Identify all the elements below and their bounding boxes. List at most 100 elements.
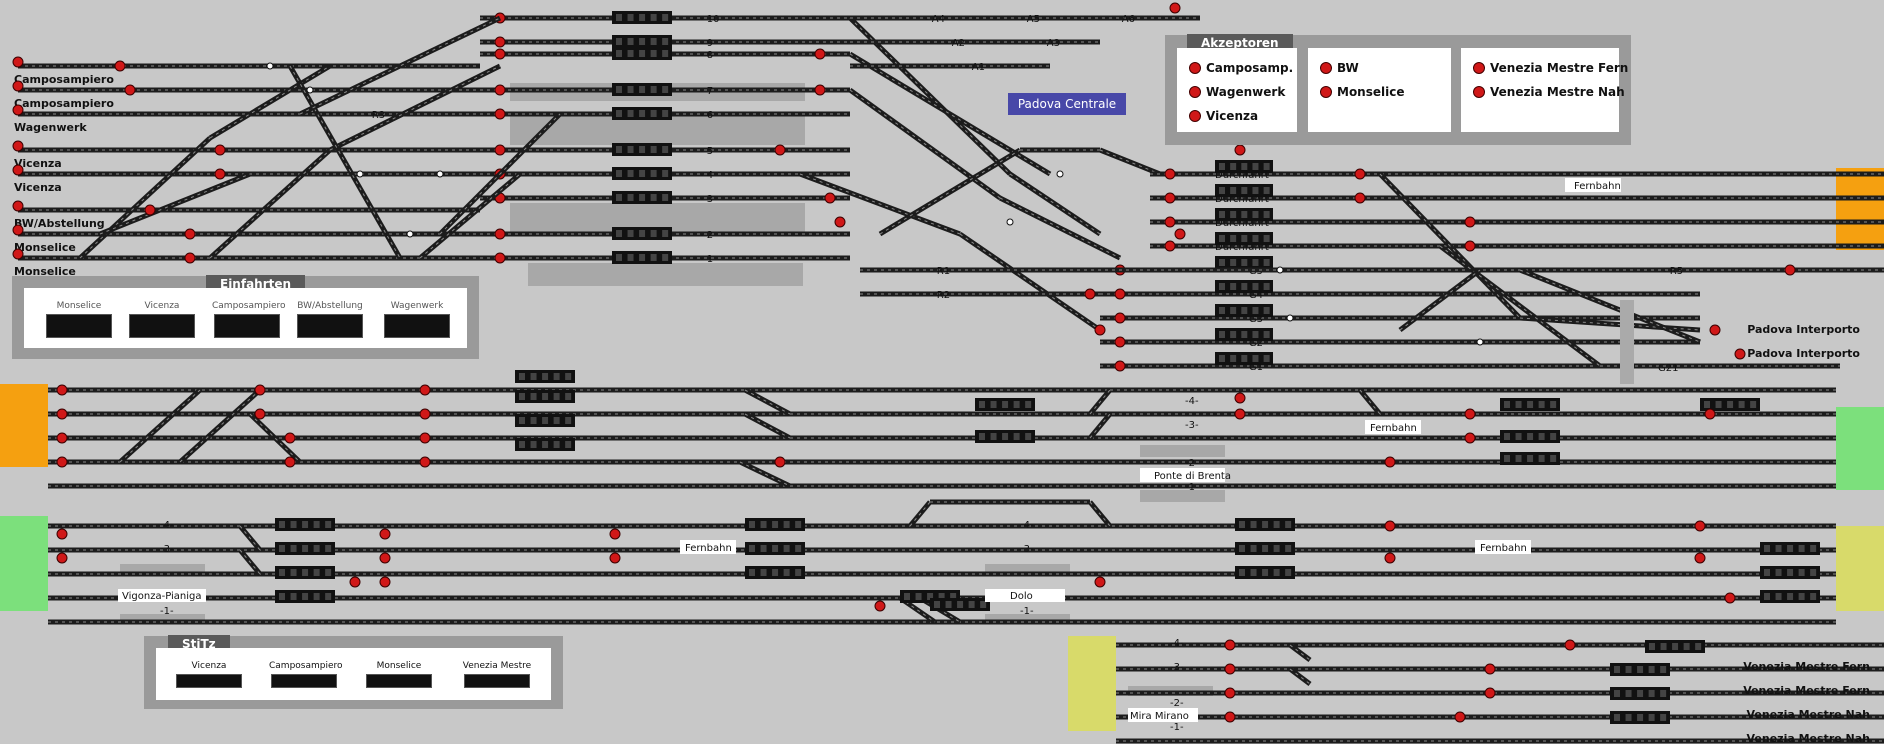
- signal-icon[interactable]: [12, 200, 24, 212]
- signal-icon[interactable]: [774, 456, 786, 468]
- akzeptor-vicenza[interactable]: Vicenza: [1189, 109, 1258, 123]
- signal-icon[interactable]: [1484, 687, 1496, 699]
- signal-icon[interactable]: [1464, 432, 1476, 444]
- signal-icon[interactable]: [494, 48, 506, 60]
- signal-icon[interactable]: [184, 228, 196, 240]
- signal-icon[interactable]: [1464, 216, 1476, 228]
- signal-icon[interactable]: [494, 144, 506, 156]
- signal-icon[interactable]: [184, 252, 196, 264]
- signal-icon[interactable]: [1114, 312, 1126, 324]
- signal-icon[interactable]: [56, 552, 68, 564]
- signal-icon[interactable]: [1164, 216, 1176, 228]
- signal-icon[interactable]: [114, 60, 126, 72]
- signal-icon[interactable]: [1234, 144, 1246, 156]
- signal-icon[interactable]: [284, 432, 296, 444]
- signal-icon[interactable]: [1114, 360, 1126, 372]
- signal-icon[interactable]: [1224, 711, 1236, 723]
- switch-icon[interactable]: [1286, 314, 1294, 322]
- signal-icon[interactable]: [494, 252, 506, 264]
- akzeptor-camposamp[interactable]: Camposamp.: [1189, 61, 1293, 75]
- signal-icon[interactable]: [419, 384, 431, 396]
- signal-icon[interactable]: [1694, 552, 1706, 564]
- akzeptor-venezia-nah[interactable]: Venezia Mestre Nah: [1473, 85, 1625, 99]
- signal-icon[interactable]: [56, 408, 68, 420]
- signal-icon[interactable]: [1234, 408, 1246, 420]
- signal-icon[interactable]: [1384, 520, 1396, 532]
- signal-icon[interactable]: [379, 576, 391, 588]
- akzeptor-monselice[interactable]: Monselice: [1320, 85, 1405, 99]
- signal-icon[interactable]: [1464, 240, 1476, 252]
- signal-icon[interactable]: [609, 528, 621, 540]
- signal-icon[interactable]: [1169, 2, 1181, 14]
- signal-icon[interactable]: [1354, 192, 1366, 204]
- akzeptor-wagenwerk[interactable]: Wagenwerk: [1189, 85, 1285, 99]
- signal-icon[interactable]: [494, 228, 506, 240]
- signal-icon[interactable]: [1484, 663, 1496, 675]
- signal-icon[interactable]: [1694, 520, 1706, 532]
- signal-icon[interactable]: [419, 408, 431, 420]
- signal-icon[interactable]: [1564, 639, 1576, 651]
- signal-icon[interactable]: [56, 384, 68, 396]
- switch-icon[interactable]: [306, 86, 314, 94]
- signal-icon[interactable]: [824, 192, 836, 204]
- signal-icon[interactable]: [1464, 408, 1476, 420]
- signal-icon[interactable]: [1094, 576, 1106, 588]
- akzeptor-venezia-fern[interactable]: Venezia Mestre Fern: [1473, 61, 1628, 75]
- signal-icon[interactable]: [419, 432, 431, 444]
- signal-icon[interactable]: [284, 456, 296, 468]
- signal-icon[interactable]: [1354, 168, 1366, 180]
- signal-icon[interactable]: [56, 528, 68, 540]
- signal-icon[interactable]: [1114, 288, 1126, 300]
- signal-icon[interactable]: [1704, 408, 1716, 420]
- signal-icon[interactable]: [494, 36, 506, 48]
- signal-icon[interactable]: [1784, 264, 1796, 276]
- signal-icon[interactable]: [494, 84, 506, 96]
- signal-icon[interactable]: [56, 456, 68, 468]
- signal-icon[interactable]: [1094, 324, 1106, 336]
- signal-icon[interactable]: [1084, 288, 1096, 300]
- signal-icon[interactable]: [1224, 687, 1236, 699]
- signal-icon[interactable]: [1164, 240, 1176, 252]
- switch-icon[interactable]: [436, 170, 444, 178]
- signal-icon[interactable]: [774, 144, 786, 156]
- signal-icon[interactable]: [1164, 168, 1176, 180]
- signal-icon[interactable]: [349, 576, 361, 588]
- signal-icon[interactable]: [56, 432, 68, 444]
- signal-icon[interactable]: [1164, 192, 1176, 204]
- signal-icon[interactable]: [1224, 663, 1236, 675]
- switch-icon[interactable]: [1276, 266, 1284, 274]
- signal-icon[interactable]: [254, 408, 266, 420]
- signal-icon[interactable]: [379, 552, 391, 564]
- signal-icon[interactable]: [1709, 324, 1721, 336]
- signal-icon[interactable]: [814, 84, 826, 96]
- signal-icon[interactable]: [214, 144, 226, 156]
- signal-icon[interactable]: [1724, 592, 1736, 604]
- signal-icon[interactable]: [214, 168, 226, 180]
- signal-icon[interactable]: [1224, 639, 1236, 651]
- signal-icon[interactable]: [379, 528, 391, 540]
- signal-icon[interactable]: [609, 552, 621, 564]
- signal-icon[interactable]: [834, 216, 846, 228]
- signal-icon[interactable]: [254, 384, 266, 396]
- signal-icon[interactable]: [874, 600, 886, 612]
- signal-icon[interactable]: [124, 84, 136, 96]
- signal-icon[interactable]: [12, 224, 24, 236]
- signal-icon[interactable]: [12, 104, 24, 116]
- signal-icon[interactable]: [1454, 711, 1466, 723]
- signal-icon[interactable]: [419, 456, 431, 468]
- signal-icon[interactable]: [1234, 392, 1246, 404]
- signal-icon[interactable]: [12, 248, 24, 260]
- signal-icon[interactable]: [12, 56, 24, 68]
- signal-icon[interactable]: [1734, 348, 1746, 360]
- switch-icon[interactable]: [266, 62, 274, 70]
- signal-icon[interactable]: [1384, 552, 1396, 564]
- signal-icon[interactable]: [1174, 228, 1186, 240]
- signal-icon[interactable]: [144, 204, 156, 216]
- switch-icon[interactable]: [1476, 338, 1484, 346]
- signal-icon[interactable]: [1384, 456, 1396, 468]
- switch-icon[interactable]: [406, 230, 414, 238]
- signal-icon[interactable]: [1114, 336, 1126, 348]
- signal-icon[interactable]: [12, 80, 24, 92]
- switch-icon[interactable]: [1056, 170, 1064, 178]
- signal-icon[interactable]: [12, 140, 24, 152]
